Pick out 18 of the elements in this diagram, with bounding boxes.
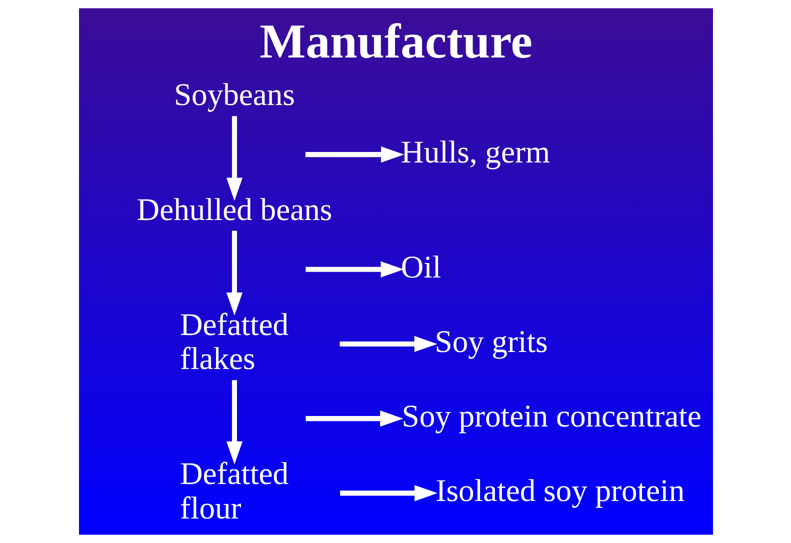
arrow: [304, 146, 404, 163]
node-text: Soy protein concentrate: [401, 398, 701, 434]
node-text: Soy grits: [434, 324, 548, 359]
node-text: Oil: [400, 249, 441, 284]
node-text: Dehulled beans: [136, 192, 332, 227]
arrow: [226, 230, 242, 316]
arrow: [226, 380, 242, 464]
node-text: Isolated soy protein: [435, 473, 684, 508]
arrow: [305, 410, 403, 427]
arrow: [226, 116, 242, 201]
node-text: Hulls, germ: [400, 134, 550, 170]
arrow: [339, 336, 437, 352]
node-text: Defatted flakes: [179, 306, 288, 376]
arrow: [305, 261, 404, 278]
diagram-title: Manufacture: [259, 14, 532, 68]
arrow: [340, 485, 438, 502]
node-text: Soybeans: [174, 77, 294, 112]
node-text: Defatted flour: [179, 456, 288, 526]
